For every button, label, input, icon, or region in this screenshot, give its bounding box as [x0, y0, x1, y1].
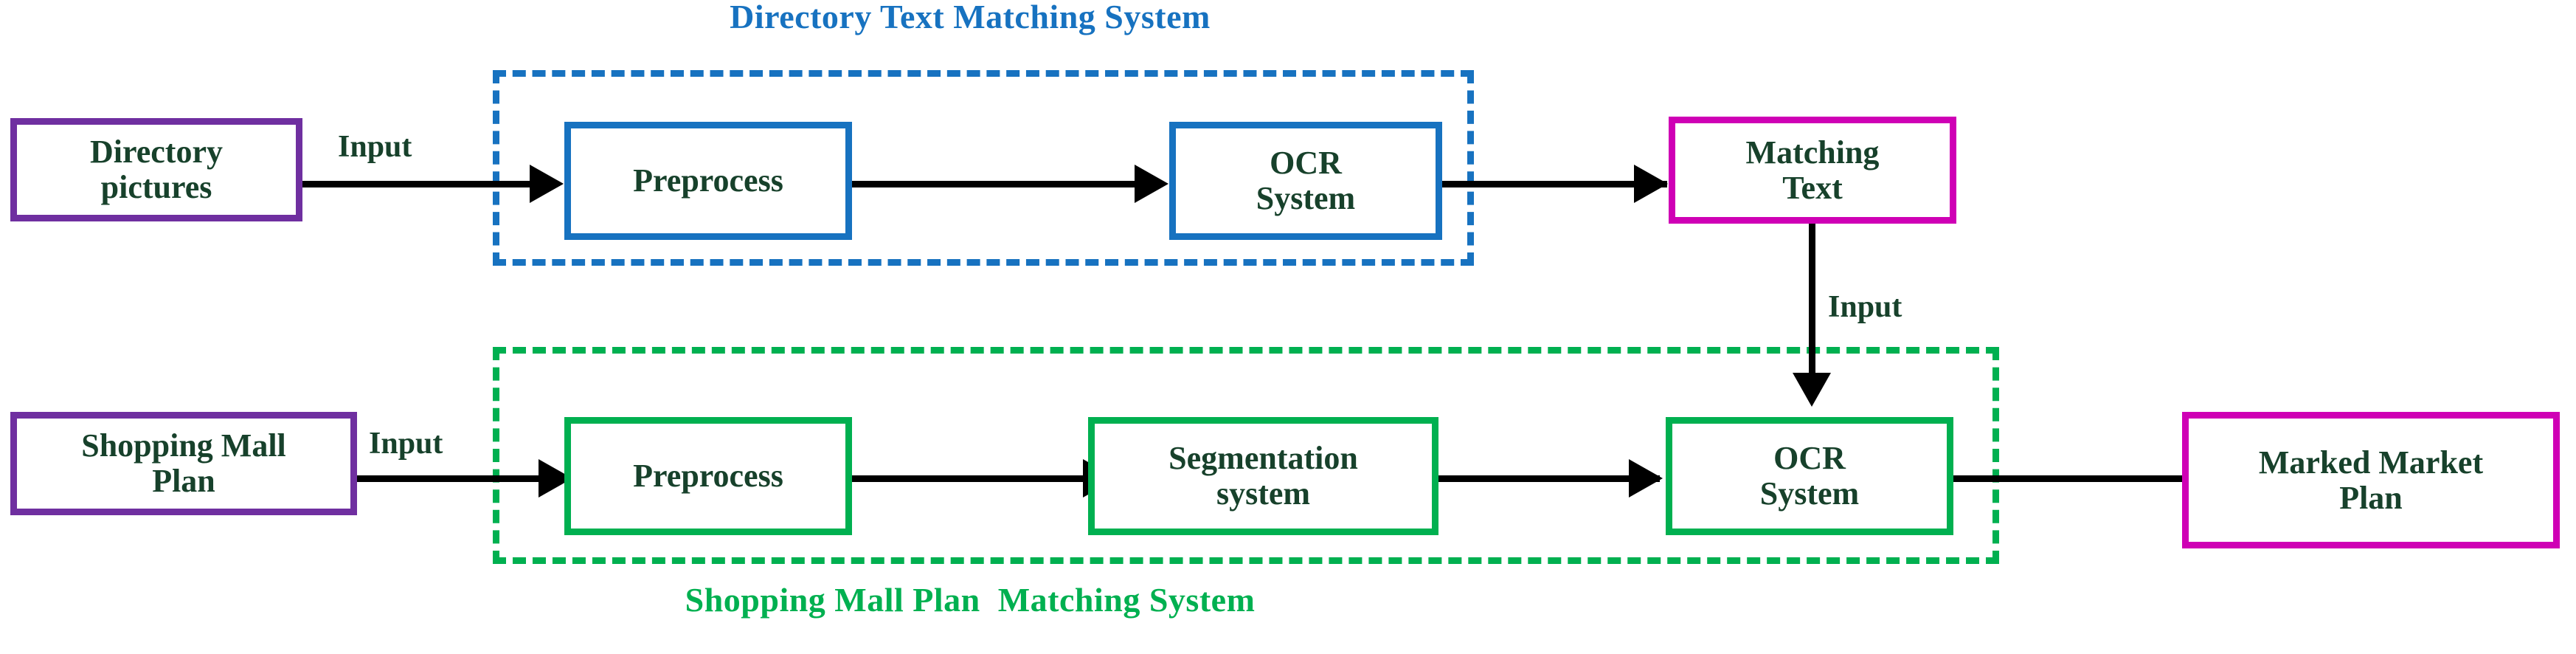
node-ocr-system-bottom[interactable]: OCR System [1666, 417, 1953, 535]
node-preprocess-bottom[interactable]: Preprocess [564, 417, 852, 535]
node-preprocess-top[interactable]: Preprocess [564, 122, 852, 240]
connector-ocr-top-to-matching-text-line [1442, 181, 1667, 187]
connector-segmentation-to-ocr-bottom-arrow-icon [1629, 459, 1663, 498]
node-directory-pictures-label: Directory pictures [90, 134, 223, 205]
group-caption-directory-text-matching-system: Directory Text Matching System [730, 0, 1211, 35]
group-container-directory-text-matching-system [493, 70, 1474, 266]
connector-segmentation-to-ocr-bottom-line [1438, 475, 1660, 482]
node-marked-market-plan-label: Marked Market Plan [2258, 444, 2484, 516]
connector-matching-text-to-ocr-bottom-arrow-icon [1793, 373, 1831, 407]
node-segmentation-system[interactable]: Segmentation system [1088, 417, 1438, 535]
node-shopping-mall-plan[interactable]: Shopping Mall Plan [10, 412, 357, 515]
connector-plan-to-preprocess-line [357, 475, 541, 482]
group-container-shopping-mall-plan-matching-system [493, 347, 1999, 564]
node-ocr-system-top-label: OCR System [1256, 145, 1356, 216]
node-preprocess-top-label: Preprocess [633, 162, 783, 199]
node-shopping-mall-plan-label: Shopping Mall Plan [81, 427, 286, 499]
edge-label-input-bottom: Input [369, 427, 443, 461]
connector-directory-to-preprocess-arrow-icon [530, 165, 564, 203]
edge-label-input-vertical: Input [1828, 290, 1902, 324]
connector-directory-to-preprocess-line [302, 181, 531, 187]
node-marked-market-plan[interactable]: Marked Market Plan [2182, 412, 2560, 548]
node-ocr-system-bottom-label: OCR System [1759, 440, 1860, 512]
connector-preprocess-to-ocr-top-arrow-icon [1135, 165, 1168, 203]
node-segmentation-system-label: Segmentation system [1168, 440, 1358, 512]
node-matching-text-label: Matching Text [1745, 134, 1880, 206]
connector-ocr-bottom-to-marked-market-plan-line [1953, 475, 2201, 482]
edge-label-input-top: Input [338, 130, 412, 164]
node-matching-text[interactable]: Matching Text [1669, 117, 1956, 224]
connector-preprocess-to-ocr-top-line [852, 181, 1136, 187]
node-preprocess-bottom-label: Preprocess [633, 458, 783, 495]
node-directory-pictures[interactable]: Directory pictures [10, 118, 302, 221]
group-caption-shopping-mall-plan-matching-system: Shopping Mall Plan Matching System [685, 581, 1256, 619]
connector-matching-text-to-ocr-bottom-line [1809, 224, 1815, 375]
connector-ocr-top-to-matching-text-arrow-icon [1634, 165, 1668, 203]
connector-preprocess-to-segmentation-line [852, 475, 1084, 482]
node-ocr-system-top[interactable]: OCR System [1169, 122, 1442, 240]
